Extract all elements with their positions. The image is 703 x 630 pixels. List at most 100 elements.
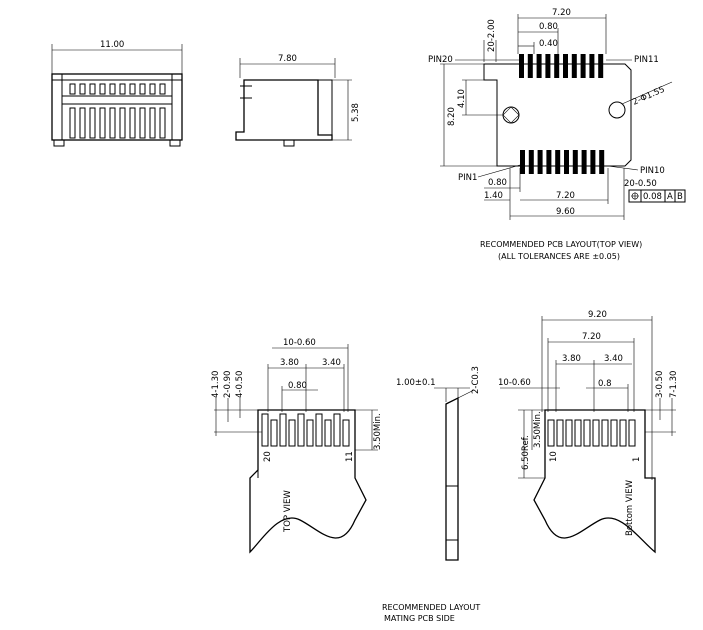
mating-top-finger (324, 419, 332, 447)
position-tolerance-frame: 0.08 A B (628, 189, 686, 203)
pcb-pad (536, 54, 542, 78)
mating-top-finger (342, 419, 350, 447)
pcb-dim-20-200: 20-2.00 (487, 19, 497, 52)
pcb-pad (546, 150, 552, 174)
pcb-dim-720-top: 7.20 (552, 8, 571, 18)
mating-bottom-finger (601, 419, 609, 447)
mb-dim-08: 0.8 (598, 379, 612, 389)
front-pin-lower (159, 107, 166, 139)
side-height-dim: 5.38 (351, 103, 361, 122)
pcb-dim-080-top: 0.80 (539, 22, 558, 32)
pcb-pad (564, 150, 569, 174)
pcb-dim-20-050: 20-0.50 (624, 179, 657, 189)
front-pin-lower (119, 107, 126, 139)
mating-bottom-finger (565, 419, 573, 447)
pcb-pad (554, 54, 560, 78)
pad-row-bottom (520, 150, 605, 174)
ms-dim-thickness: 1.00±0.1 (396, 378, 436, 388)
pcb-pad (519, 54, 524, 78)
front-pin-lower (79, 107, 86, 139)
mt-pin-11: 11 (345, 451, 355, 462)
pcb-dim-080-bot: 0.80 (488, 178, 507, 188)
pcb-pin20-label: PIN20 (428, 55, 453, 65)
front-pin-lower (139, 107, 146, 139)
mating-top-finger (288, 419, 296, 447)
pcb-pad (581, 150, 587, 174)
pcb-dim-960: 9.60 (556, 207, 575, 217)
mating-bottom-finger (619, 419, 627, 447)
mating-top-finger (279, 413, 287, 447)
mating-bottom-finger (556, 419, 564, 447)
pcb-dim-720-bot: 7.20 (556, 191, 575, 201)
front-pin-upper (149, 83, 156, 95)
pcb-dim-410: 4.10 (457, 89, 467, 108)
front-pin-contacts (69, 83, 166, 139)
front-pin-upper (79, 83, 86, 95)
mating-bottom-finger (592, 419, 600, 447)
pcb-dim-040: 0.40 (539, 39, 558, 49)
mb-dim-10-060: 10-0.60 (498, 378, 531, 388)
mb-pin-10: 10 (549, 451, 559, 462)
mt-pin-20: 20 (263, 451, 273, 462)
datum-b: B (677, 192, 683, 202)
pcb-pad (590, 150, 596, 174)
pad-row-top (519, 54, 604, 78)
pcb-pin10-label: PIN10 (640, 166, 665, 176)
mt-dim-350: 3.50Min. (373, 413, 383, 450)
front-pin-lower (109, 107, 116, 139)
front-pin-lower (129, 107, 136, 139)
pcb-pad (580, 54, 586, 78)
front-pin-lower (99, 107, 106, 139)
mating-top-finger (270, 419, 278, 447)
mb-dim-7-130: 7-1.30 (669, 371, 679, 398)
pcb-pad (520, 150, 525, 174)
pcb-pad (599, 150, 605, 174)
mb-view-label: Bottom VIEW (625, 479, 635, 536)
bottom-caption-1: RECOMMENDED LAYOUT (382, 603, 480, 612)
mb-pin-1: 1 (632, 457, 642, 462)
front-view: 11.00 (51, 40, 183, 147)
front-pin-upper (69, 83, 76, 95)
mating-bottom-finger (583, 419, 591, 447)
mating-bottom-fingers (547, 419, 636, 447)
mating-top-view: 10-0.60 3.80 3.40 0.80 4-1.30 2-0.90 4-0… (211, 338, 383, 554)
mating-bottom-finger (610, 419, 618, 447)
mt-dim-380: 3.80 (280, 358, 299, 368)
front-pin-lower (149, 107, 156, 139)
mating-bottom-finger (628, 419, 636, 447)
pcb-pad (589, 54, 595, 78)
mating-top-fingers (261, 413, 350, 447)
pcb-pad (563, 54, 568, 78)
front-pin-upper (109, 83, 116, 95)
mt-dim-4-050: 4-0.50 (235, 371, 245, 398)
front-pin-upper (89, 83, 96, 95)
pcb-pad (545, 54, 551, 78)
bottom-caption-2: MATING PCB SIDE (384, 614, 455, 623)
pcb-dim-140: 1.40 (484, 191, 503, 201)
mating-side-view: 1.00±0.1 2-C0.3 (396, 366, 481, 561)
mating-top-finger (261, 413, 269, 447)
mb-dim-920: 9.20 (588, 310, 607, 320)
pcb-pad (528, 150, 534, 174)
mating-top-finger (315, 413, 323, 447)
datum-a: A (667, 192, 673, 202)
mating-bottom-finger (547, 419, 555, 447)
mt-view-label: TOP VIEW (283, 490, 293, 533)
mt-dim-4-130: 4-1.30 (211, 371, 221, 398)
pcb-pad (572, 150, 578, 174)
tol-value: 0.08 (643, 192, 662, 202)
front-pin-upper (99, 83, 106, 95)
pcb-pin1-label: PIN1 (458, 173, 477, 183)
mt-dim-340: 3.40 (322, 358, 341, 368)
front-pin-lower (69, 107, 76, 139)
pcb-pad (598, 54, 604, 78)
front-width-dim: 11.00 (100, 40, 124, 50)
front-pin-upper (119, 83, 126, 95)
pcb-pin11-label: PIN11 (634, 55, 659, 65)
mb-dim-720: 7.20 (582, 332, 601, 342)
mating-top-finger (333, 413, 341, 447)
mt-dim-080: 0.80 (288, 381, 307, 391)
mb-dim-3-050: 3-0.50 (655, 371, 665, 398)
mating-top-finger (306, 419, 314, 447)
